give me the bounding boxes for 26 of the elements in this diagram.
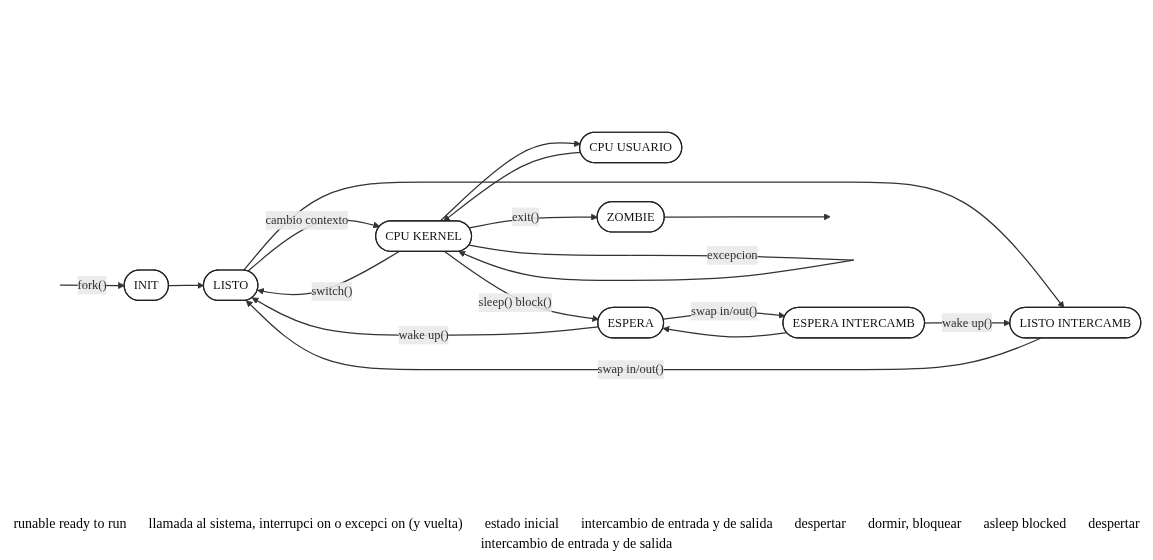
edge-label: switch()	[311, 284, 352, 299]
edge-label: swap in/out()	[690, 304, 757, 318]
edge-label: swap in/out()	[597, 362, 664, 377]
note-text: dormir, bloquear	[867, 516, 962, 532]
edge-label: fork()	[77, 278, 107, 292]
edge-label: excepcion	[706, 248, 758, 263]
note-text: llamada al sistema, interrupci on o excepci on (y vuelta)	[148, 516, 463, 532]
edge-label: cambio contexto	[264, 213, 348, 228]
arrow	[443, 251, 599, 323]
note-text: runable ready to run	[13, 516, 127, 532]
arrow	[245, 300, 1041, 371]
note-text: intercambio de entrada y de salida	[580, 516, 773, 532]
note-text: despertar	[1088, 516, 1140, 532]
edge-label: exit()	[511, 210, 539, 224]
arrow	[442, 152, 581, 222]
arrow	[167, 282, 204, 290]
note-text: asleep blocked	[983, 516, 1067, 532]
note-text: estado inicial	[484, 516, 559, 532]
arrow	[663, 213, 831, 221]
edge-label: wake up()	[941, 316, 992, 330]
note-text: intercambio de entrada y de salida	[480, 536, 673, 552]
arrow	[242, 181, 1064, 309]
edge-label: sleep() block()	[478, 295, 552, 310]
edge-label: wake up()	[397, 328, 449, 342]
note-text: despertar	[794, 516, 846, 532]
arrow	[438, 140, 581, 223]
